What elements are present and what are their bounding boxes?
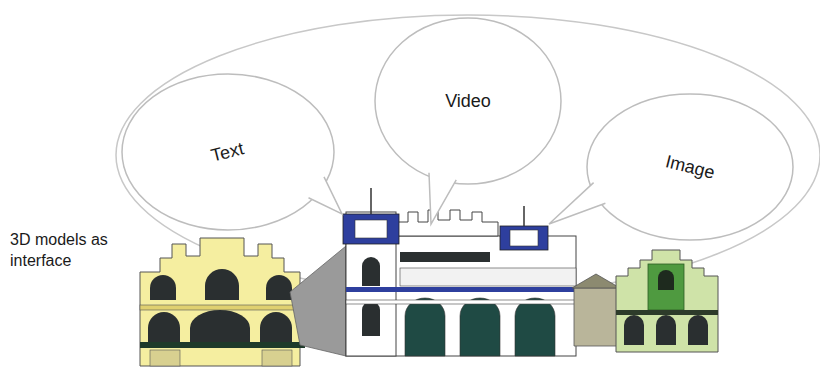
- caption-label: 3D models as interface: [10, 230, 160, 272]
- bubble-label: Video: [445, 91, 491, 112]
- white-building: [343, 188, 576, 356]
- speech-bubble: Video: [373, 16, 563, 186]
- yellow-building: [140, 238, 305, 366]
- green-building: [572, 250, 718, 352]
- speech-bubble: Image: [585, 92, 795, 242]
- speech-bubble: Text: [120, 72, 336, 232]
